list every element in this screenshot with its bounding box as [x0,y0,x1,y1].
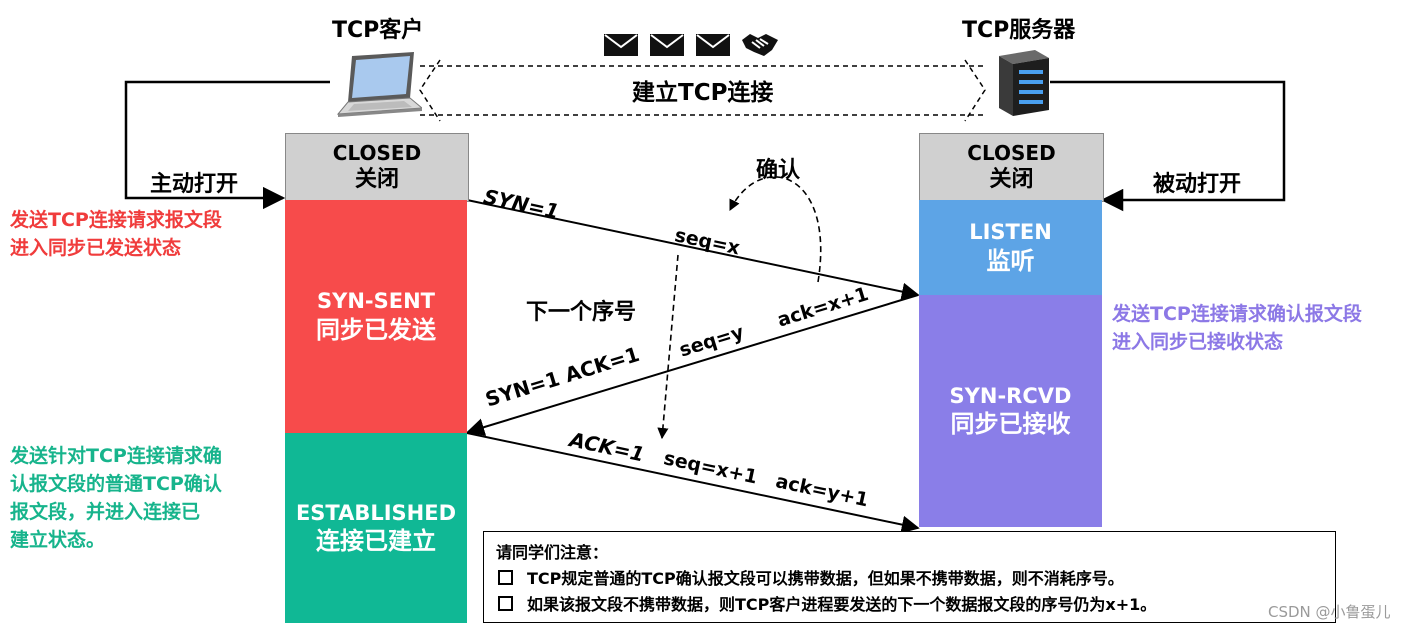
active-open-label: 主动打开 [150,172,239,197]
segment-2-arrow [466,294,919,436]
segment-1-arrow [466,199,920,301]
envelope-icon [604,34,638,56]
notice-item: 如果该报文段不携带数据，则TCP客户进程要发送的下一个数据报文段的序号仍为x+1… [496,592,1323,618]
note-line: 发送针对TCP连接请求确 [10,445,222,467]
notice-box: 请同学们注意： TCP规定普通的TCP确认报文段可以携带数据，但如果不携带数据，… [483,531,1336,623]
client-open-connector [124,80,330,210]
confirm-dashed-curve [729,176,822,283]
state-name-zh: 监听 [986,246,1035,275]
passive-open-label: 被动打开 [1153,172,1242,197]
state-name-en: ESTABLISHED [295,500,457,525]
connection-label: 建立TCP连接 [632,80,774,106]
state-name-zh: 同步已发送 [316,315,436,344]
envelope-icon [650,34,684,56]
server-title: TCP服务器 [962,18,1076,43]
note-line: 发送TCP连接请求确认报文段 [1112,303,1362,325]
server-icon [999,50,1049,116]
notice-item-text: TCP规定普通的TCP确认报文段可以携带数据，但如果不携带数据，则不消耗序号。 [527,569,1124,588]
note-line: 报文段，并进入连接已 [10,501,201,523]
server-state-syn-rcvd: SYN-RCVD 同步已接收 [919,295,1102,527]
note-line: 发送TCP连接请求报文段 [10,209,222,231]
state-name-en: SYN-RCVD [949,383,1072,408]
notice-item: TCP规定普通的TCP确认报文段可以携带数据，但如果不携带数据，则不消耗序号。 [496,566,1323,592]
state-name-zh: 关闭 [354,167,399,193]
notice-item-text: 如果该报文段不携带数据，则TCP客户进程要发送的下一个数据报文段的序号仍为x+1… [527,595,1157,614]
server-state-listen: LISTEN 监听 [919,200,1102,295]
connection-left-head [419,59,441,122]
watermark: CSDN @小鲁蛋儿 [1268,603,1391,621]
state-name-zh: 关闭 [989,167,1034,193]
checkbox-bullet-icon [498,596,513,611]
server-state-closed: CLOSED 关闭 [919,133,1104,202]
annotation-next-seq: 下一个序号 [526,300,637,325]
laptop-icon [336,52,422,117]
state-name-zh: 连接已建立 [316,527,436,556]
envelope-icon [696,34,730,56]
client-syn-sent-note: 发送TCP连接请求报文段 进入同步已发送状态 [10,206,222,262]
state-name-en: CLOSED [967,141,1056,166]
handshake-icon [742,34,778,56]
next-seq-dashed-arrow [657,254,679,440]
annotation-confirm: 确认 [756,158,801,183]
state-name-en: CLOSED [332,141,422,166]
note-line: 建立状态。 [10,529,106,551]
segment-3-arrow [466,432,920,534]
client-state-closed: CLOSED 关闭 [285,133,469,202]
client-state-established: ESTABLISHED 连接已建立 [285,433,467,623]
connection-right-head [964,59,986,122]
client-established-note: 发送针对TCP连接请求确 认报文段的普通TCP确认 报文段，并进入连接已 建立状… [10,442,222,554]
server-syn-rcvd-note: 发送TCP连接请求确认报文段 进入同步已接收状态 [1112,300,1362,356]
client-state-syn-sent: SYN-SENT 同步已发送 [285,200,467,433]
note-line: 认报文段的普通TCP确认 [10,473,222,495]
state-name-zh: 同步已接收 [950,410,1071,439]
state-name-en: SYN-SENT [317,289,435,314]
note-line: 进入同步已发送状态 [10,237,182,259]
checkbox-bullet-icon [498,570,513,585]
state-name-en: LISTEN [969,220,1052,245]
client-title: TCP客户 [332,18,424,43]
notice-title: 请同学们注意： [496,543,609,562]
server-open-connector [1050,80,1286,212]
note-line: 进入同步已接收状态 [1112,331,1284,353]
